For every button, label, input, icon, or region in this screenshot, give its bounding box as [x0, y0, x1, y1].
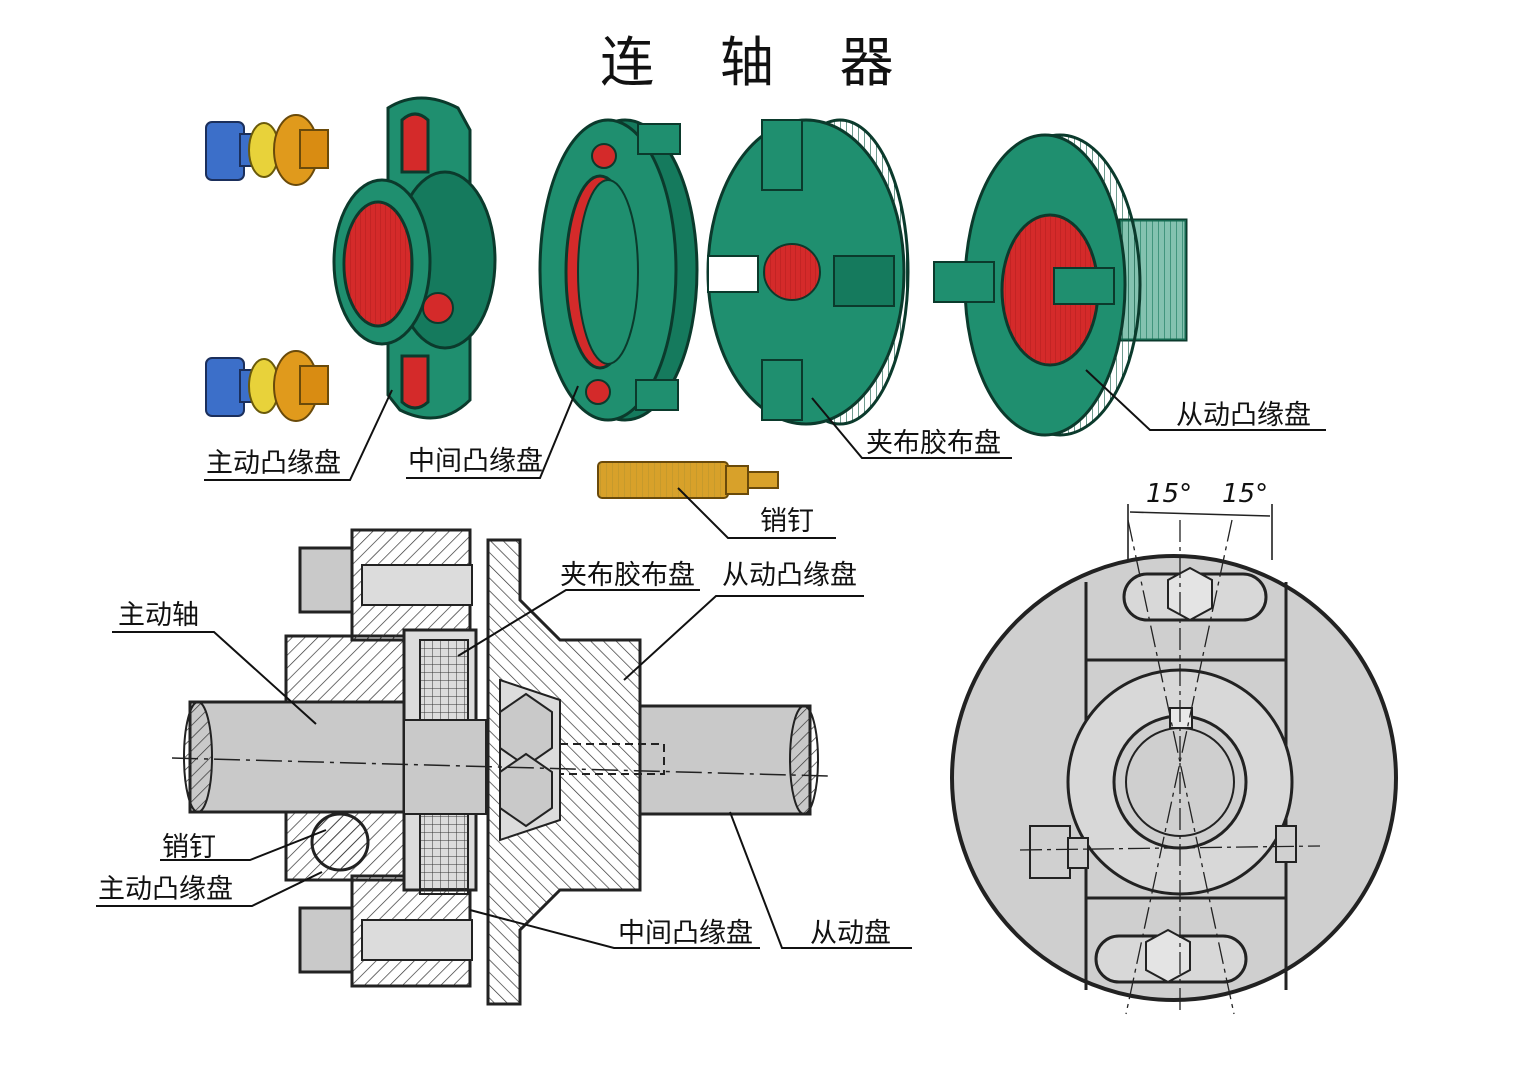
- label-section-driven-flange: 从动凸缘盘: [722, 560, 857, 591]
- label-section-middle-flange: 中间凸缘盘: [618, 918, 753, 949]
- end-view: 15° 15°: [950, 479, 1398, 1015]
- middle-flange-part: [538, 118, 699, 422]
- driven-flange-part: [933, 133, 1188, 437]
- driving-flange-part: [332, 96, 497, 420]
- label-driving-shaft: 主动轴: [118, 600, 199, 631]
- label-pin: 销钉: [760, 506, 814, 537]
- section-leaders: [96, 589, 912, 949]
- label-section-driving-flange: 主动凸缘盘: [98, 874, 233, 905]
- rubber-disc-part: [706, 118, 910, 426]
- section-view: 主动轴 夹布胶布盘 从动凸缘盘 销钉 主动凸缘盘 中间凸缘盘 从动盘: [96, 528, 912, 1006]
- label-section-rubber-disc: 夹布胶布盘: [560, 560, 695, 591]
- bolt-lower: [205, 350, 329, 422]
- angle-left-label: 15°: [1146, 479, 1192, 509]
- label-middle-flange: 中间凸缘盘: [408, 446, 543, 477]
- angle-right-label: 15°: [1222, 479, 1268, 509]
- label-rubber-disc: 夹布胶布盘: [866, 428, 1001, 459]
- label-driven-flange: 从动凸缘盘: [1176, 400, 1311, 431]
- label-section-driven-disc: 从动盘: [810, 918, 891, 949]
- page-title: 连 轴 器: [600, 31, 918, 94]
- bolt-upper: [205, 114, 329, 186]
- exploded-leaders: [204, 369, 1326, 539]
- exploded-view: 主动凸缘盘 中间凸缘盘 夹布胶布盘 从动凸缘盘 销钉: [204, 96, 1326, 539]
- pin-part: [597, 461, 779, 499]
- label-driving-flange: 主动凸缘盘: [206, 448, 341, 479]
- label-section-pin: 销钉: [162, 832, 216, 863]
